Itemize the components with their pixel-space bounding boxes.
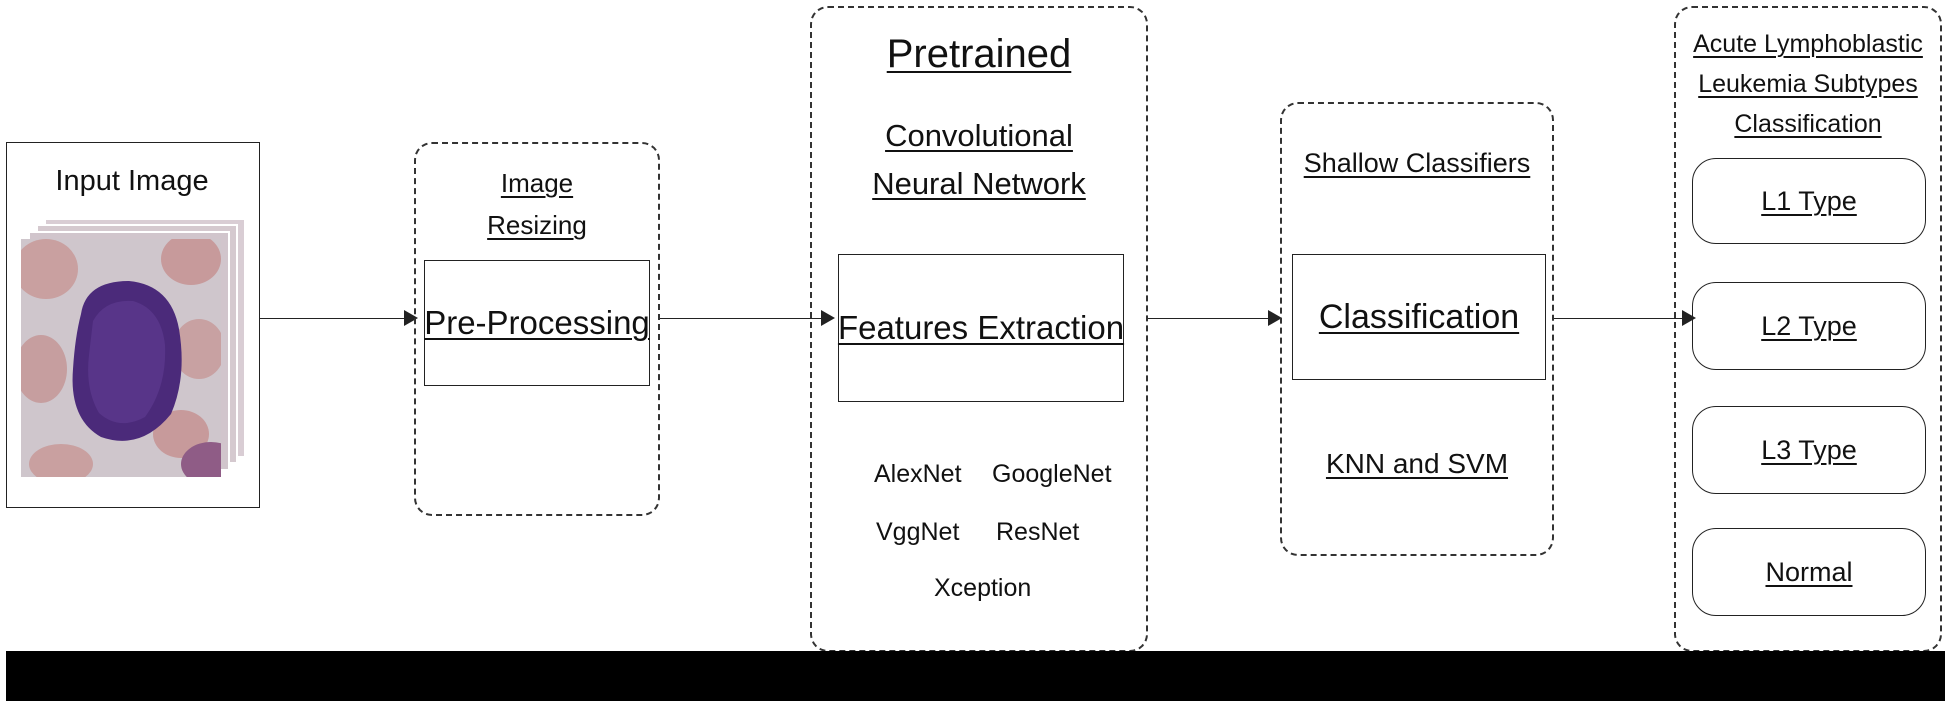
class-normal-label: Normal (1765, 556, 1853, 587)
shallow-classifiers-header: Shallow Classifiers (1303, 148, 1531, 178)
pretrained-title: Pretrained (886, 32, 1072, 76)
cnn-subtitle: Convolutional Neural Network (872, 118, 1086, 201)
knn-svm-label: KNN and SVM (1325, 448, 1509, 479)
model-googlenet: GoogleNet (992, 460, 1112, 488)
model-alexnet: AlexNet (874, 460, 962, 488)
input-image-panel: Input Image (6, 142, 260, 508)
input-image-title: Input Image (55, 165, 209, 197)
arrow-classification-to-output (1554, 318, 1686, 319)
preprocessing-block: Image Resizing Pre-Processing (414, 142, 660, 516)
preprocessing-box: Pre-Processing (424, 260, 650, 386)
classification-box: Classification (1292, 254, 1546, 380)
class-l2-label: L2 Type (1761, 310, 1857, 341)
arrow-features-to-classification (1148, 318, 1272, 319)
features-extraction-box: Features Extraction (838, 254, 1124, 402)
class-l2-type: L2 Type (1692, 282, 1926, 370)
arrow-preprocess-to-features (660, 318, 824, 319)
model-xception: Xception (934, 574, 1032, 602)
preprocessing-label: Pre-Processing (424, 304, 650, 341)
pretrained-cnn-block: Pretrained Convolutional Neural Network … (810, 6, 1148, 652)
features-extraction-label: Features Extraction (837, 309, 1125, 346)
arrowhead-2 (821, 310, 835, 326)
model-resnet: ResNet (996, 518, 1080, 546)
shallow-classifiers-block: Shallow Classifiers Classification KNN a… (1280, 102, 1554, 556)
class-l3-label: L3 Type (1761, 434, 1857, 465)
class-l3-type: L3 Type (1692, 406, 1926, 494)
blood-cell-image-stack (21, 219, 245, 477)
model-vggnet: VggNet (876, 518, 960, 546)
arrowhead-3 (1268, 310, 1282, 326)
bottom-black-bar (6, 651, 1945, 701)
class-l1-type: L1 Type (1692, 158, 1926, 244)
class-l1-label: L1 Type (1761, 185, 1857, 216)
arrow-input-to-preprocess (260, 318, 408, 319)
image-resizing-header: Image Resizing (487, 168, 587, 240)
subtypes-header: Acute Lymphoblastic Leukemia Subtypes Cl… (1693, 30, 1923, 138)
classification-label: Classification (1318, 297, 1520, 336)
class-normal: Normal (1692, 528, 1926, 616)
leukemia-subtypes-block: Acute Lymphoblastic Leukemia Subtypes Cl… (1674, 6, 1942, 652)
